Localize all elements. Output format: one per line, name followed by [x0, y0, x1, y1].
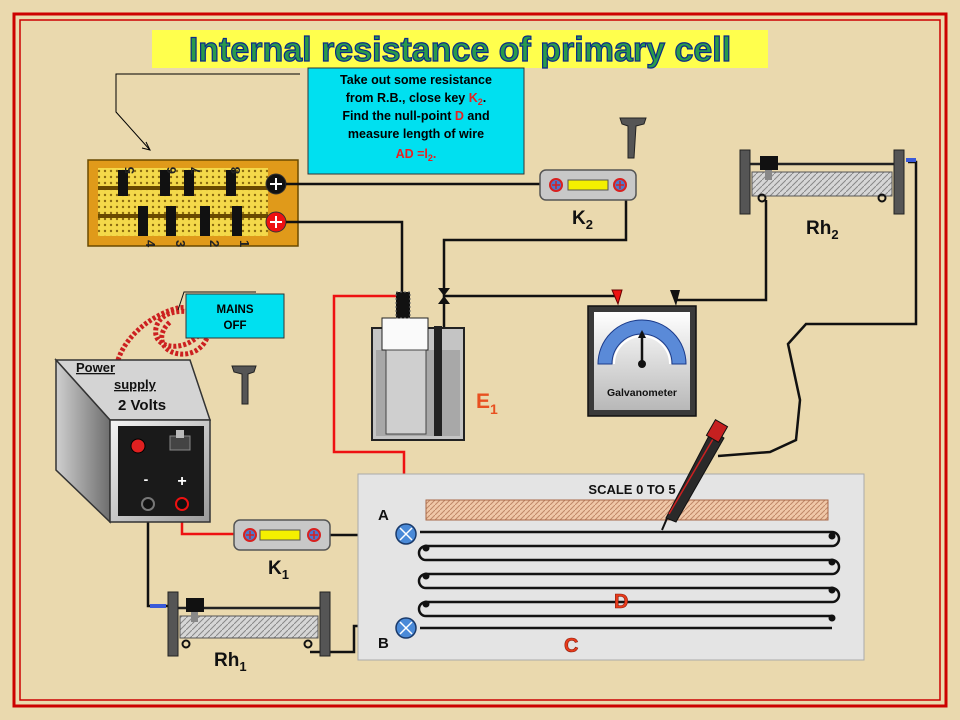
rb-terminal-red	[265, 211, 287, 233]
mains-label-line-1: MAINS	[216, 304, 253, 316]
cell-e1: E1	[371, 288, 498, 441]
power-supply-line-1: Power	[76, 360, 115, 375]
outer-border	[12, 12, 948, 708]
instruction-line-5: AD =l2.	[396, 147, 437, 163]
point-a-label: A	[378, 507, 389, 524]
power-supply-line-2: supply	[114, 377, 157, 392]
power-indicator-light	[130, 438, 146, 454]
rb-label-8: 8	[228, 167, 243, 174]
power-supply-voltage: 2 Volts	[118, 397, 166, 414]
mains-off-label: MAINS OFF	[185, 293, 285, 339]
terminal-b[interactable]	[395, 617, 417, 639]
instruction-line-4: measure length of wire	[348, 127, 484, 141]
potentiometer: SCALE 0 TO 5 A B D C	[357, 473, 865, 661]
key-k2[interactable]: K2	[539, 169, 637, 232]
power-supply: Power supply 2 Volts - +	[54, 358, 212, 524]
potentiometer-wires	[417, 530, 841, 630]
rb-label-5: 5	[122, 167, 137, 174]
mains-cord	[115, 291, 256, 361]
rh1-slider[interactable]	[186, 598, 204, 612]
power-switch[interactable]	[169, 430, 191, 451]
rb-label-4: 4	[143, 240, 158, 248]
rh2-label: Rh2	[806, 218, 839, 242]
callout-pointer	[115, 73, 300, 151]
instruction-callout: Take out some resistance from R.B., clos…	[307, 67, 525, 175]
rb-label-6: 6	[164, 167, 179, 174]
meter-scale	[425, 499, 829, 521]
mains-label-line-2: OFF	[224, 320, 247, 332]
loose-plug-key-2	[619, 117, 647, 159]
instruction-line-3: Find the null-point D and	[342, 109, 489, 123]
galvanometer-label: Galvanometer	[607, 387, 677, 399]
instruction-line-2: from R.B., close key K2.	[346, 91, 487, 107]
page-title: Internal resistance of primary cell	[189, 31, 731, 69]
galvanometer-red-terminal	[611, 289, 623, 306]
rh2-slider[interactable]	[760, 156, 778, 170]
ps-positive-terminal[interactable]	[175, 497, 189, 511]
point-d-label: D	[614, 591, 628, 613]
wire-end-dots	[422, 532, 836, 622]
key-k1[interactable]: K1	[233, 519, 331, 582]
loose-plug-key-1	[231, 365, 257, 405]
wires	[146, 160, 918, 654]
scale-label: SCALE 0 TO 5	[588, 482, 675, 497]
rb-label-2: 2	[207, 240, 222, 247]
inner-border	[19, 19, 941, 701]
rh1-label: Rh1	[214, 650, 247, 674]
rb-label-7: 7	[188, 167, 203, 174]
rb-terminal-black	[265, 173, 287, 195]
k2-terminal-right	[613, 178, 627, 192]
k1-label: K1	[268, 558, 289, 582]
resistance-box: 5 6 7 8 4 3 2 1	[87, 159, 299, 248]
jockey[interactable]	[661, 419, 729, 531]
ps-negative-terminal[interactable]	[141, 497, 155, 511]
k1-terminal-right	[307, 528, 321, 542]
galvanometer: Galvanometer	[587, 289, 697, 417]
resistance-box-plugs	[118, 170, 242, 236]
k2-terminal-left	[549, 178, 563, 192]
rheostat-rh1[interactable]: Rh1	[150, 591, 331, 674]
k1-terminal-left	[243, 528, 257, 542]
instruction-line-1: Take out some resistance	[340, 73, 492, 87]
point-b-label: B	[378, 635, 389, 652]
terminal-a[interactable]	[395, 523, 417, 545]
rb-label-1: 1	[237, 240, 252, 247]
point-c-label: C	[564, 635, 578, 657]
rb-label-3: 3	[173, 240, 188, 247]
ps-minus-label: -	[144, 471, 149, 487]
cell-label: E1	[476, 390, 498, 417]
title-banner: Internal resistance of primary cell	[152, 30, 768, 70]
galvanometer-black-terminal	[670, 290, 680, 306]
k2-label: K2	[572, 208, 593, 232]
rheostat-rh2[interactable]: Rh2	[739, 149, 916, 242]
ps-plus-label: +	[177, 473, 186, 490]
